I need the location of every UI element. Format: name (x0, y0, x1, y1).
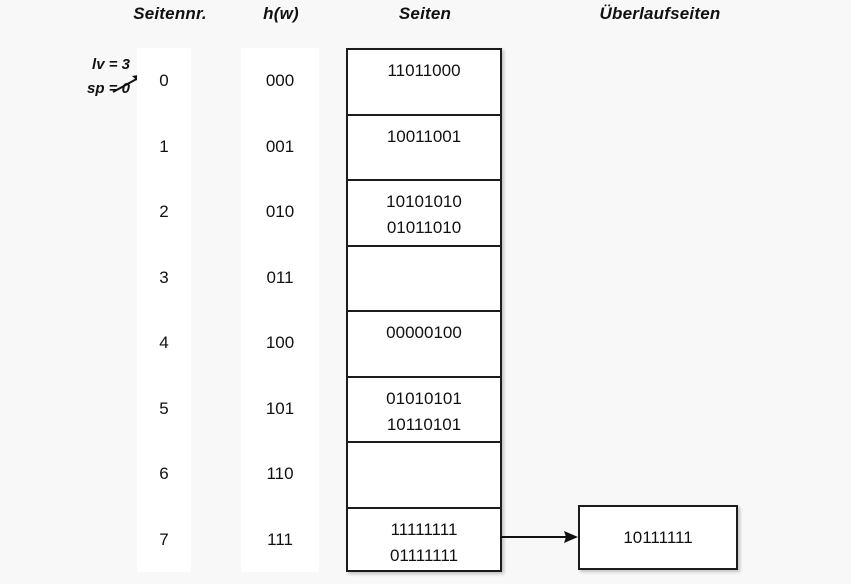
page-record: 11111111 (390, 519, 458, 539)
hw-cell: 000 (265, 71, 295, 90)
seitennr-cell: 0 (159, 71, 169, 90)
seitennr-cell: 2 (159, 202, 169, 221)
overflow-record: 10111111 (623, 527, 693, 547)
page-record: 01010101 (386, 388, 462, 408)
page-box (346, 244, 502, 310)
level-split-annotation: lv = 3 sp = 0 (30, 53, 130, 101)
overflow-arrow-icon (500, 531, 578, 543)
page-box (346, 441, 502, 507)
hw-cell: 101 (265, 398, 295, 418)
page-box: 01010101 10110101 (346, 375, 502, 441)
annotation-sp: sp = 0 (87, 80, 130, 97)
column-header-ueberlaufseiten: Überlaufseiten (599, 4, 721, 23)
overflow-page-box: 10111111 (578, 505, 738, 570)
hw-cell: 111 (267, 529, 293, 549)
page-record: 10110101 (386, 414, 462, 434)
page-record: 10101010 (386, 192, 462, 211)
hw-column-strip (241, 48, 319, 572)
page-record: 10011001 (386, 126, 462, 146)
page-box: 11011000 (346, 48, 502, 114)
seitennr-cell: 7 (159, 529, 169, 549)
seitennr-cell: 5 (159, 398, 169, 418)
overflow-pages-column: 10111111 (578, 505, 738, 570)
hw-cell: 011 (266, 267, 294, 287)
page-record: 00000100 (386, 323, 462, 342)
page-box: 10011001 (346, 113, 502, 179)
page-record: 01011010 (386, 218, 462, 237)
annotation-lv: lv = 3 (92, 56, 130, 73)
column-header-hw: h(w) (263, 4, 299, 23)
seitennr-cell: 4 (159, 333, 169, 352)
hw-cell: 001 (265, 136, 295, 156)
page-record: 11011000 (387, 61, 461, 80)
page-box: 00000100 (346, 310, 502, 376)
hw-cell: 100 (265, 333, 295, 352)
seitennr-column-strip (137, 48, 191, 572)
pages-column: 11011000 10011001 10101010 01011010 00000100… (346, 48, 502, 572)
seitennr-cell: 3 (159, 267, 169, 287)
hw-cell: 010 (265, 202, 295, 221)
seitennr-cell: 6 (159, 464, 169, 483)
column-header-seitennr: Seitennr. (133, 4, 207, 23)
page-box: 11111111 01111111 (346, 506, 502, 572)
seitennr-cell: 1 (159, 136, 169, 156)
page-box: 10101010 01011010 (346, 179, 502, 245)
hw-cell: 110 (266, 464, 294, 483)
page-record: 01111111 (389, 545, 459, 565)
column-header-seiten: Seiten (398, 4, 452, 23)
